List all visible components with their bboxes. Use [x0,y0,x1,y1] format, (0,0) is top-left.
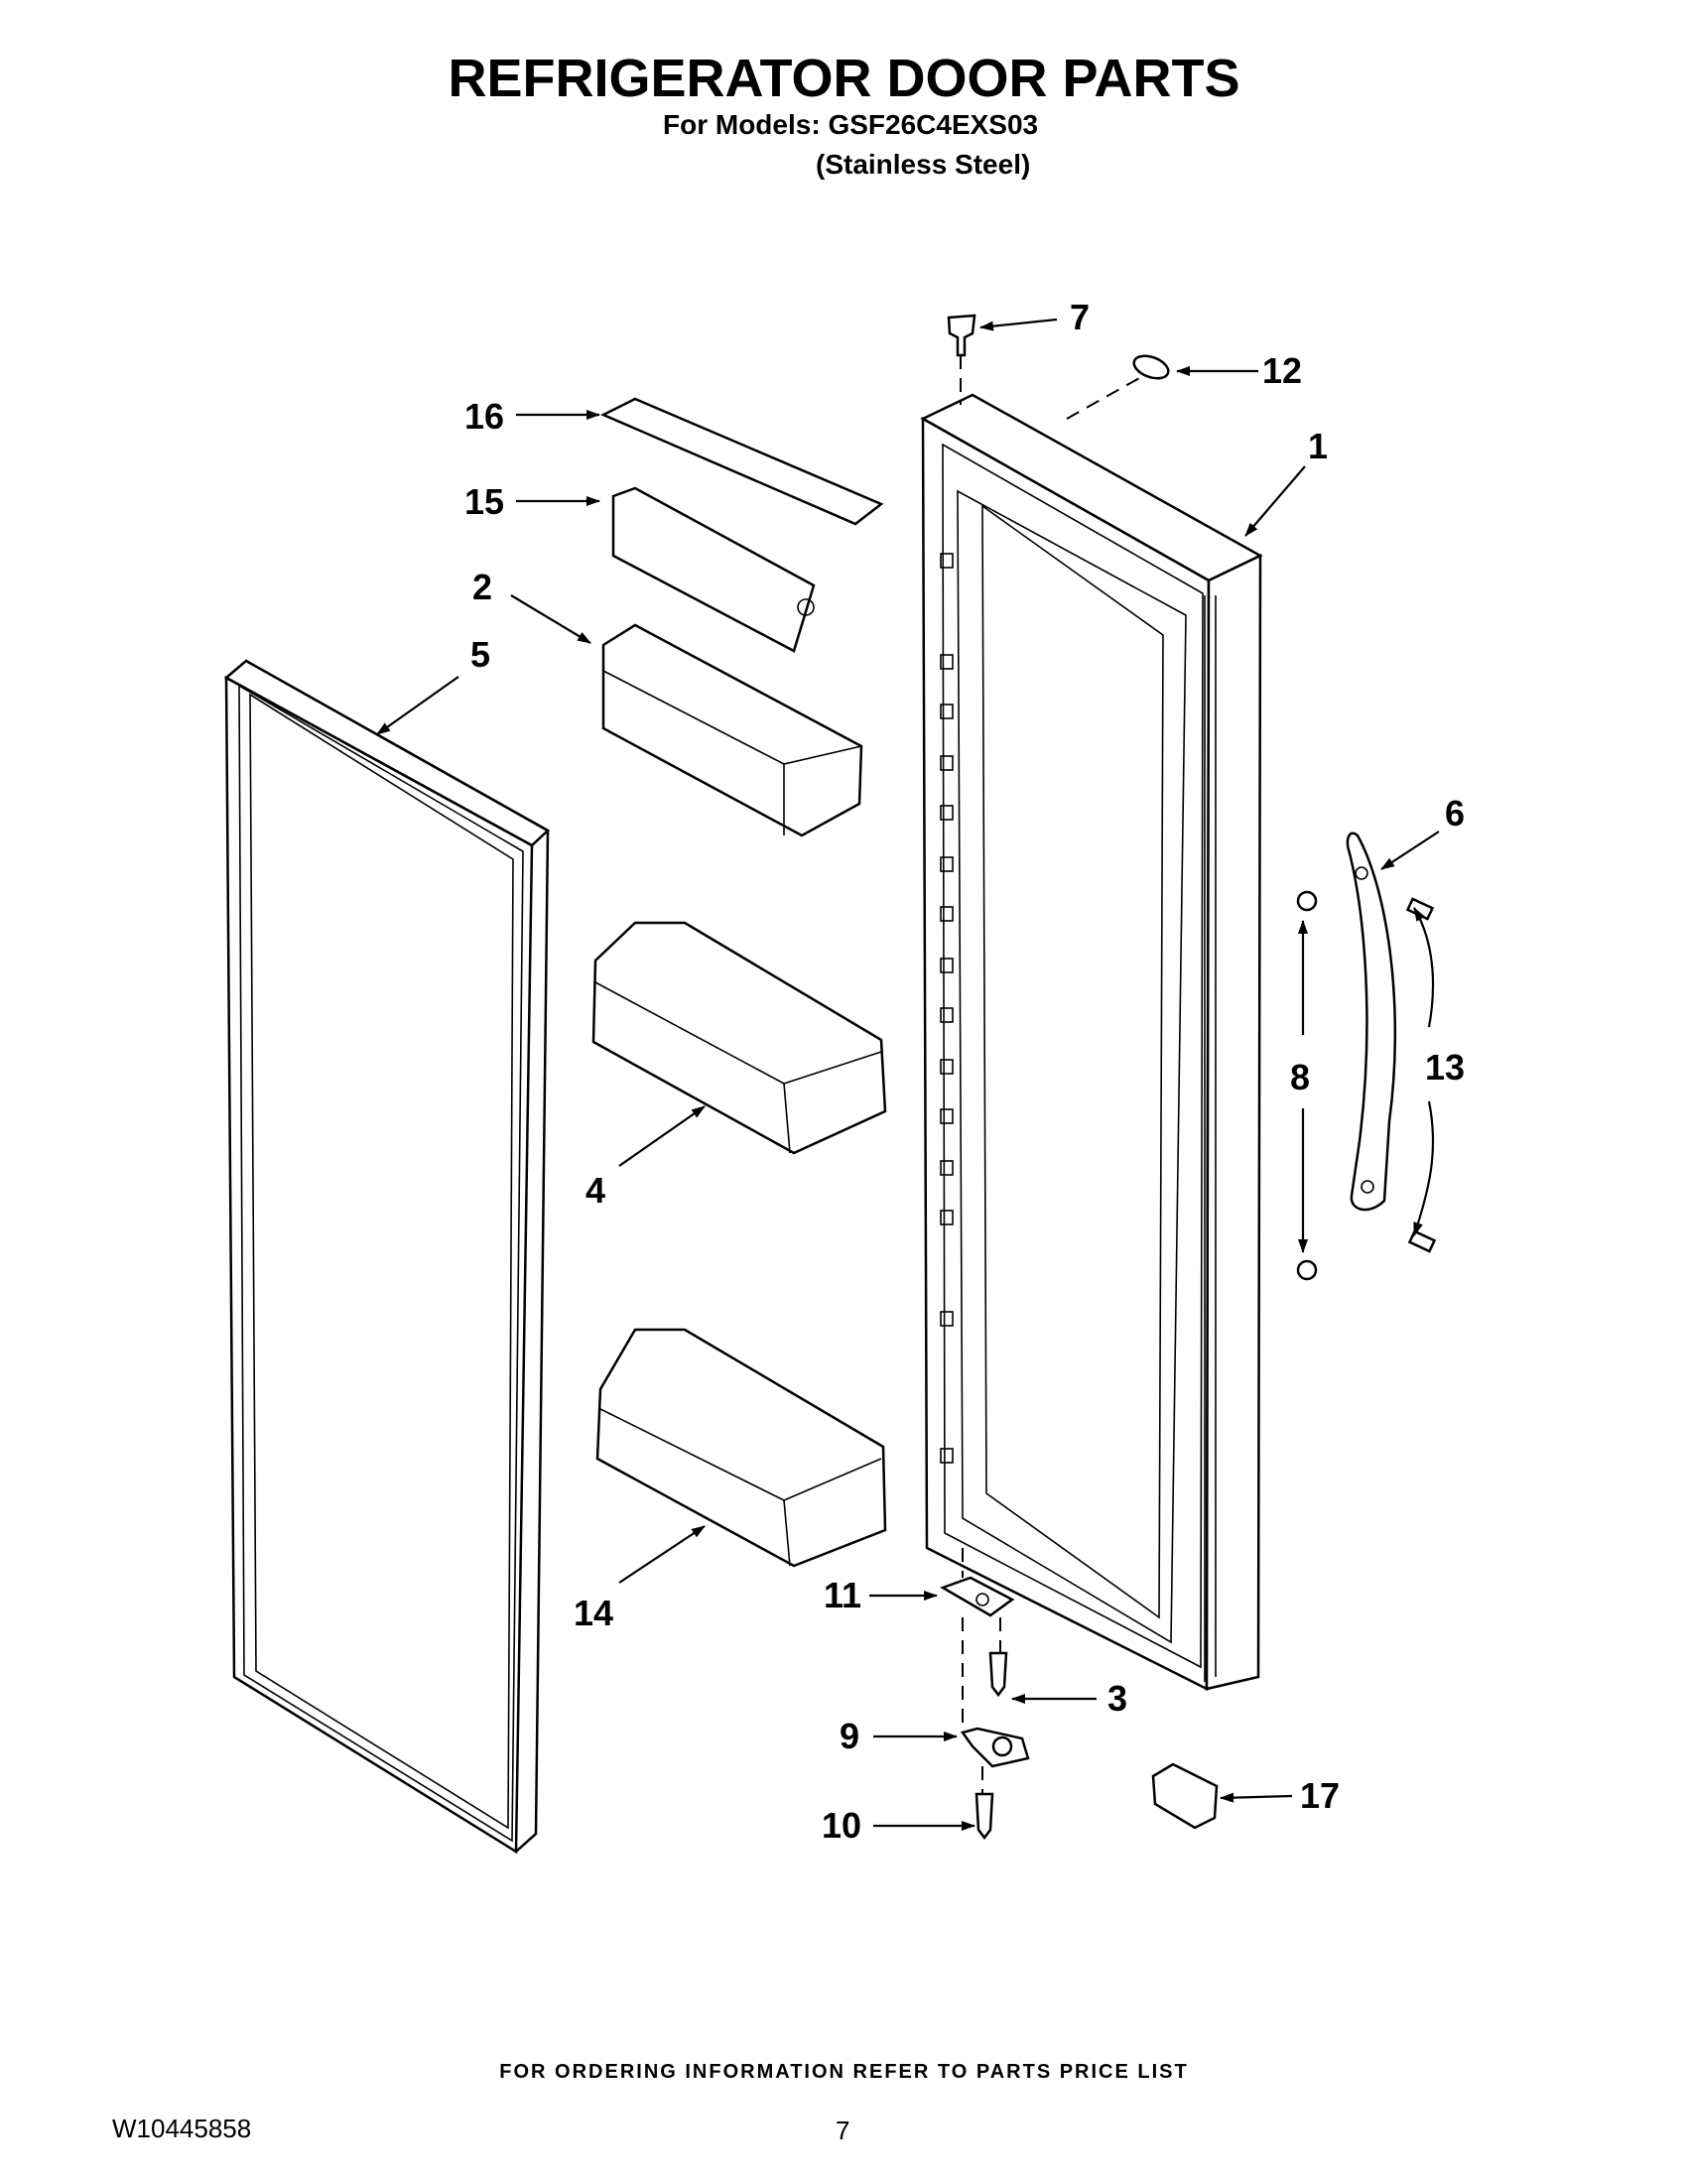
callout-1: 1 [1308,426,1328,466]
callout-7: 7 [1070,297,1090,337]
callout-11: 11 [824,1575,861,1615]
callout-16: 16 [464,396,504,437]
hinge-shim-part [940,1576,1015,1617]
door-stop-part [1151,1762,1219,1830]
callout-13: 13 [1425,1047,1465,1088]
callout-14: 14 [574,1593,613,1633]
callout-4: 4 [585,1170,605,1211]
lower-hinge-part [960,1727,1030,1768]
door-bin-lower-part [595,1328,887,1568]
callout-17: 17 [1300,1775,1340,1816]
dairy-compartment-part [601,623,863,837]
hinge-bolt-part [974,1792,994,1841]
callout-5: 5 [470,634,490,675]
callout-9: 9 [840,1716,859,1756]
refrigerator-door-part [920,393,1263,1692]
dairy-door-part [600,397,884,526]
door-bin-part [591,921,887,1155]
document-number: W10445858 [112,2114,252,2143]
hinge-pin-part [947,314,976,357]
dairy-compartment-door-part [611,486,816,653]
door-gasket-part [223,659,551,1855]
callout-10: 10 [822,1805,861,1846]
door-handle-part [1296,832,1437,1281]
callout-2: 2 [472,567,492,607]
callout-12: 12 [1262,350,1302,391]
callout-3: 3 [1107,1678,1127,1719]
finish-line: (Stainless Steel) [816,149,1031,180]
callout-8: 8 [1290,1057,1310,1097]
callout-6: 6 [1445,793,1465,834]
models-line: For Models: GSF26C4EXS03 [663,109,1039,140]
page-number: 7 [836,2116,850,2145]
door-shelf-clips [940,553,954,1464]
callout-15: 15 [464,481,504,522]
hinge-cap-part [1132,354,1170,380]
hinge-screw-part [988,1651,1008,1698]
page-title: REFRIGERATOR DOOR PARTS [448,49,1240,108]
ordering-note: FOR ORDERING INFORMATION REFER TO PARTS … [499,2061,1189,2083]
